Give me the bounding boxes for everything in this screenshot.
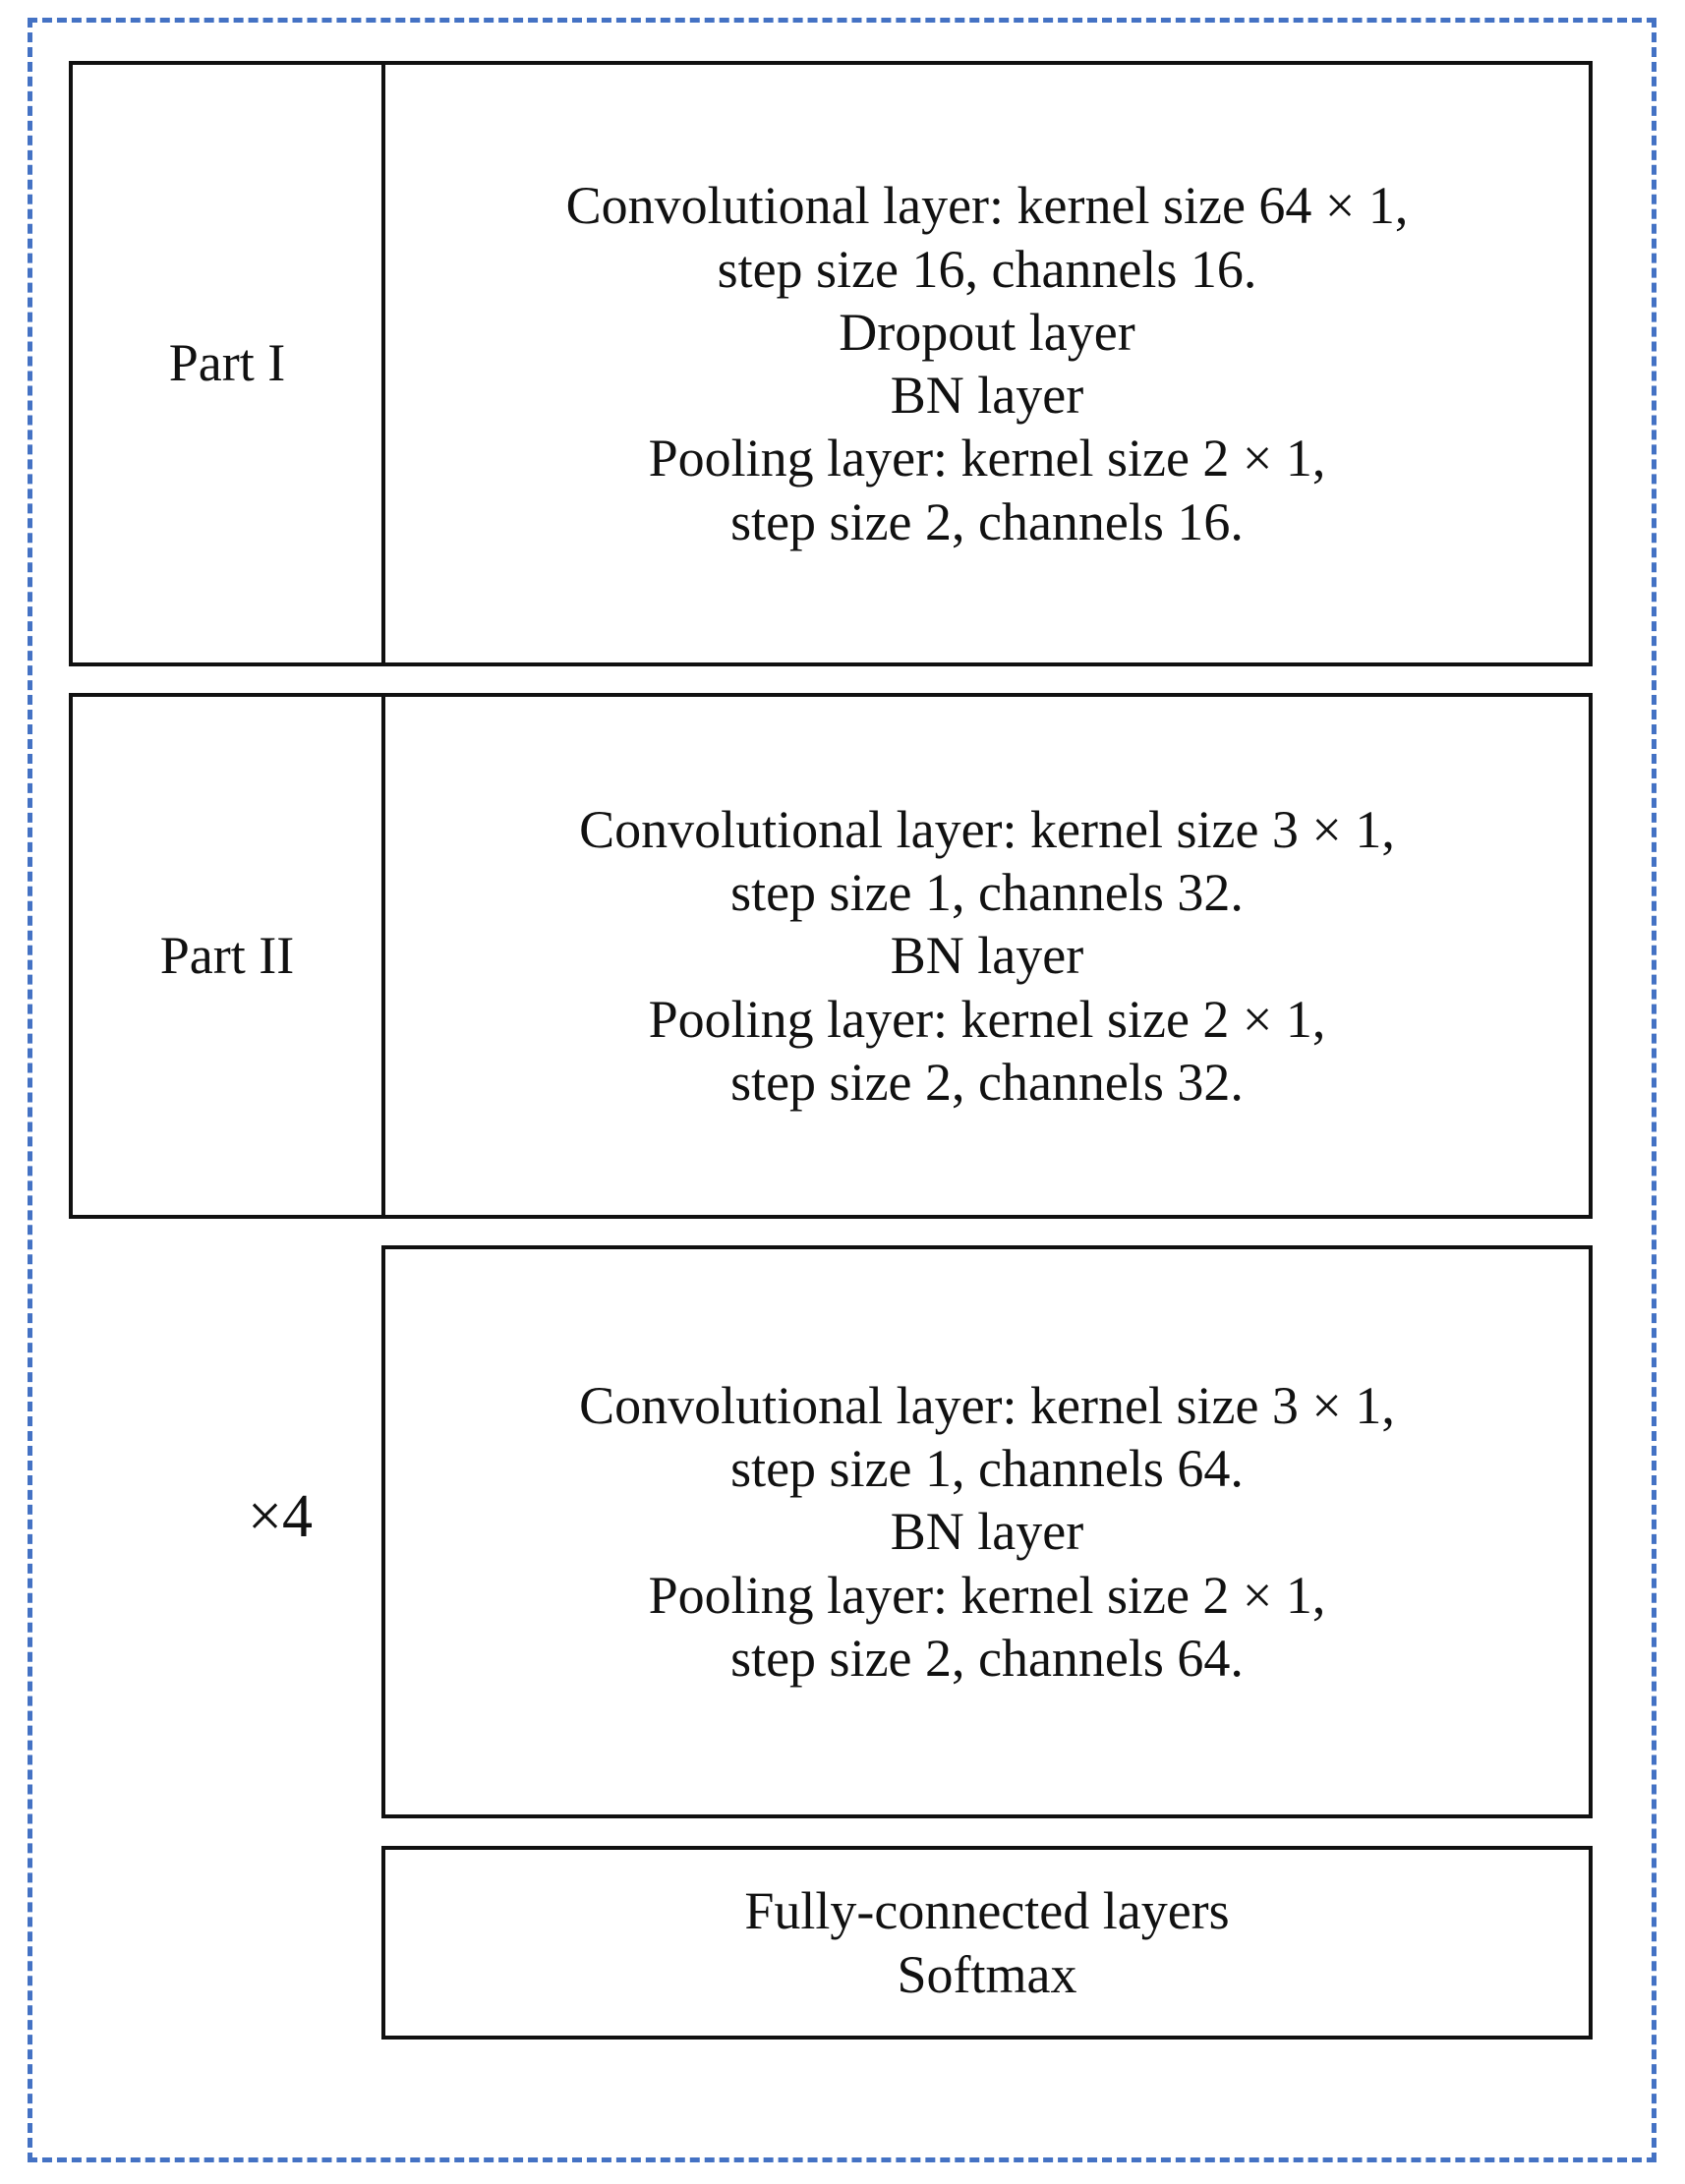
layer-line: Softmax xyxy=(897,1944,1077,2004)
block-part-ii-label-cell: Part II xyxy=(73,697,385,1215)
layer-line: Convolutional layer: kernel size 3 × 1, xyxy=(579,1375,1395,1435)
layer-line: step size 2, channels 64. xyxy=(730,1628,1244,1688)
block-repeat: Convolutional layer: kernel size 3 × 1, … xyxy=(381,1245,1593,1818)
layer-line: Pooling layer: kernel size 2 × 1, xyxy=(648,989,1326,1049)
layer-line: BN layer xyxy=(890,926,1084,986)
figure-dashed-boundary xyxy=(28,18,1656,2162)
block-part-ii-content: Convolutional layer: kernel size 3 × 1, … xyxy=(385,697,1589,1215)
block-part-i: Part I Convolutional layer: kernel size … xyxy=(69,61,1593,666)
layer-line: step size 1, channels 64. xyxy=(730,1439,1244,1499)
layer-line: step size 1, channels 32. xyxy=(730,863,1244,923)
block-part-i-content: Convolutional layer: kernel size 64 × 1,… xyxy=(385,65,1589,662)
layer-line: Pooling layer: kernel size 2 × 1, xyxy=(648,429,1326,489)
block-part-i-label: Part I xyxy=(168,333,286,393)
layer-line: Dropout layer xyxy=(839,302,1135,362)
block-repeat-content: Convolutional layer: kernel size 3 × 1, … xyxy=(385,1249,1589,1814)
repeat-multiplier-label: ×4 xyxy=(248,1483,313,1550)
layer-line: step size 16, channels 16. xyxy=(717,239,1257,299)
block-part-ii-label: Part II xyxy=(159,925,295,985)
layer-line: BN layer xyxy=(890,1502,1084,1562)
block-part-ii: Part II Convolutional layer: kernel size… xyxy=(69,693,1593,1219)
block-output: Fully-connected layers Softmax xyxy=(381,1846,1593,2040)
layer-line: Fully-connected layers xyxy=(744,1881,1230,1941)
layer-line: step size 2, channels 32. xyxy=(730,1052,1244,1112)
layer-line: step size 2, channels 16. xyxy=(730,491,1244,551)
block-output-content: Fully-connected layers Softmax xyxy=(385,1850,1589,2036)
block-part-i-label-cell: Part I xyxy=(73,65,385,662)
layer-line: Convolutional layer: kernel size 3 × 1, xyxy=(579,799,1395,859)
layer-line: Convolutional layer: kernel size 64 × 1, xyxy=(565,176,1409,236)
layer-line: Pooling layer: kernel size 2 × 1, xyxy=(648,1565,1326,1625)
layer-line: BN layer xyxy=(890,366,1084,425)
